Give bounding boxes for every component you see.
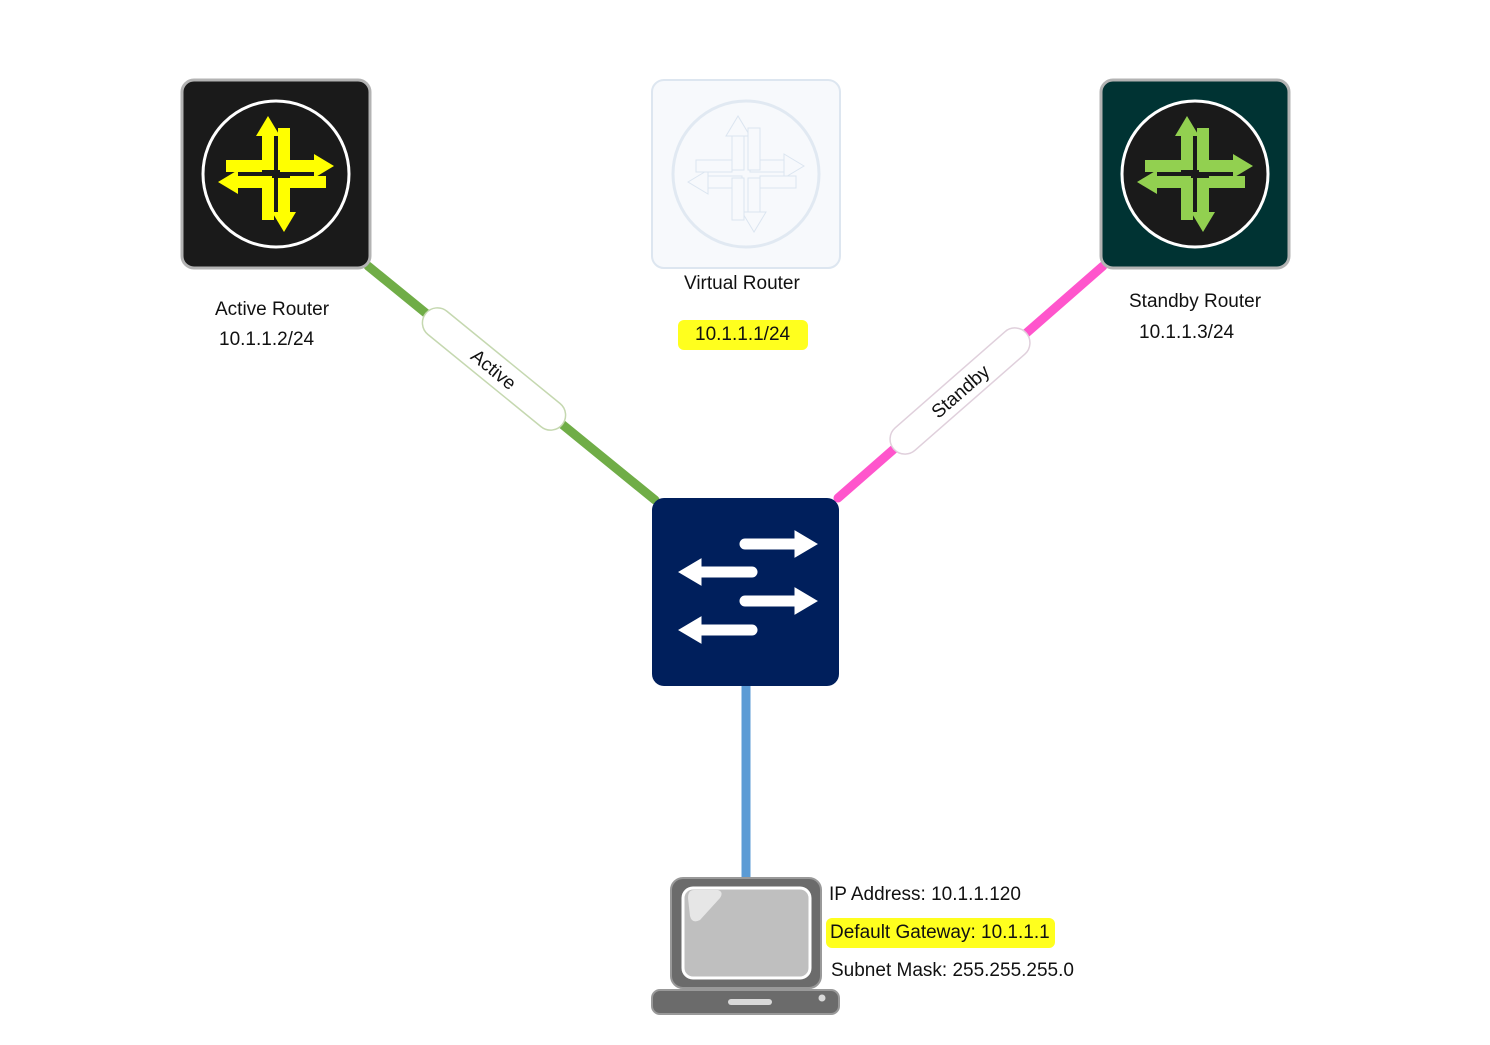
active-router-name: Active Router	[215, 299, 330, 320]
standby-router-ip: 10.1.1.3/24	[1139, 322, 1235, 343]
host-ip-address: IP Address: 10.1.1.120	[829, 884, 1021, 905]
switch[interactable]	[652, 498, 839, 686]
laptop-icon	[651, 877, 840, 1015]
host-default-gateway: Default Gateway: 10.1.1.1	[826, 918, 1055, 948]
switch-icon	[678, 530, 818, 644]
standby-router-name: Standby Router	[1129, 291, 1262, 312]
active-router[interactable]	[180, 78, 372, 270]
router-icon	[201, 99, 351, 249]
virtual-router[interactable]	[651, 79, 841, 269]
virtual-router-name: Virtual Router	[684, 273, 800, 294]
standby-router[interactable]	[1099, 78, 1291, 270]
host-laptop[interactable]	[651, 877, 840, 1015]
router-icon	[1120, 99, 1270, 249]
virtual-router-ip: 10.1.1.1/24	[678, 320, 809, 350]
router-icon	[671, 99, 821, 249]
active-link-label: Active	[421, 307, 567, 431]
host-subnet-mask: Subnet Mask: 255.255.255.0	[831, 960, 1074, 981]
active-router-ip: 10.1.1.2/24	[219, 329, 315, 350]
standby-link-label: Standby	[889, 327, 1031, 455]
